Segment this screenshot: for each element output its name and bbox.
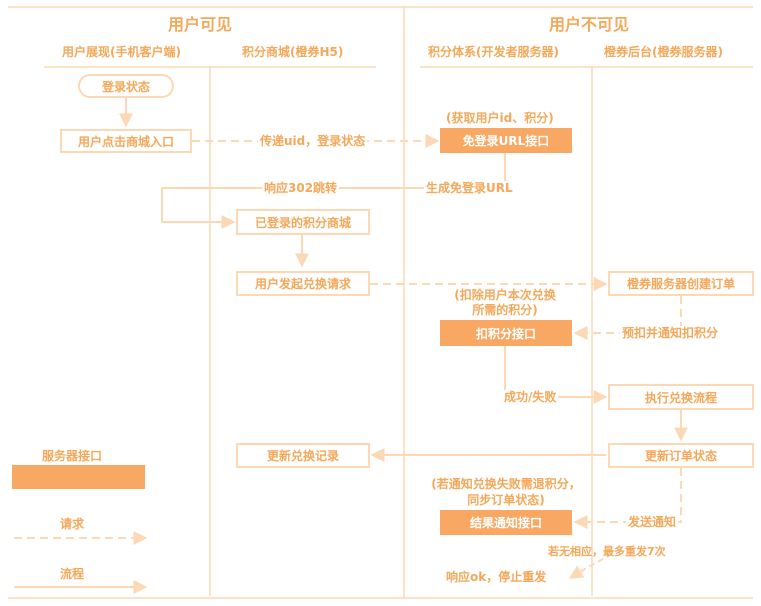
request-arrow-pre-deduct [573,296,682,340]
label-get-uid: (获取用户id、积分) [446,111,554,125]
label-deduct-note-1: (扣除用户本次兑换 [454,288,556,302]
header-user-invisible: 用户不可见 [549,15,630,34]
label-pre-deduct: 预扣并通知扣积分 [620,326,721,340]
node-result-api: 结果通知接口 [440,510,572,535]
label-deduct-note-2: 所需的积分) [472,303,538,317]
legend-request-label: 请求 [60,517,85,531]
lane-label-mall: 积分商城(橙券H5) [242,45,344,59]
node-login-state: 登录状态 [78,74,174,98]
label-pass-uid: 传递uid，登录状态 [258,134,368,148]
flow-arrow-redirect [161,153,506,229]
lane-label-points: 积分体系(开发者服务器) [428,45,559,59]
node-logged-mall: 已登录的积分商城 [236,209,370,235]
node-deduct-api: 扣积分接口 [440,320,572,346]
lane-label-backend: 橙券后台(橙券服务器) [604,45,723,59]
node-exchange-request: 用户发起兑换请求 [236,271,370,296]
node-update-order: 更新订单状态 [608,443,754,468]
label-refund-note-1: (若通知兑换失败需退积分， [431,477,581,491]
node-free-login-api: 免登录URL接口 [440,128,572,153]
label-result: 成功/失败 [502,390,559,404]
label-gen-url: 生成免登录URL [424,181,515,195]
request-arrow-retry [568,553,613,579]
label-redirect: 响应302跳转 [262,181,340,195]
legend-server-api-label: 服务器接口 [42,449,103,463]
label-send-notify: 发送通知 [626,515,679,529]
request-arrow-send-notify [573,468,682,529]
header-user-visible: 用户可见 [168,15,233,34]
node-update-record: 更新兑换记录 [236,443,370,468]
node-run-exchange: 执行兑换流程 [608,384,754,410]
legend-server-api-swatch [12,465,145,489]
label-retry: 若无相应，最多重发7次 [548,545,666,558]
legend-flow-label: 流程 [60,567,85,581]
label-ok-stop: 响应ok，停止重发 [446,570,547,584]
label-refund-note-2: 同步订单状态) [467,493,545,507]
node-click-entry: 用户点击商城入口 [60,129,192,153]
lane-label-client: 用户展现(手机客户端) [62,45,181,59]
node-create-order: 橙券服务器创建订单 [608,271,754,296]
